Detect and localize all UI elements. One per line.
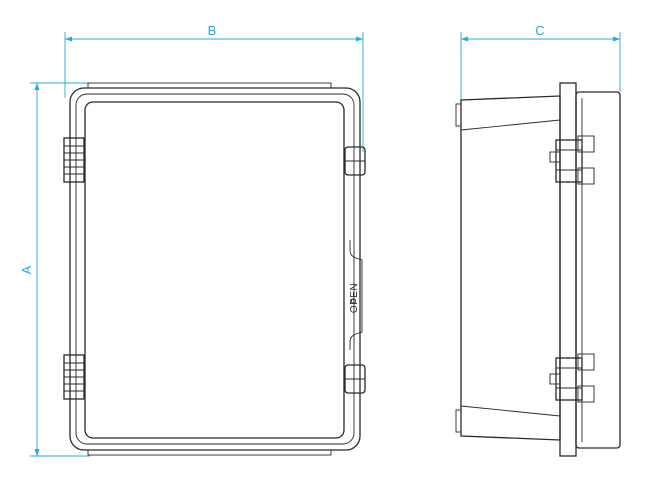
front-latch-top xyxy=(344,146,366,176)
dimension-a: A xyxy=(19,82,90,457)
dimension-b: B xyxy=(64,23,364,152)
dimension-b-label: B xyxy=(208,23,217,38)
dimension-a-label: A xyxy=(19,265,34,274)
side-hinge-top xyxy=(549,135,595,185)
dimension-c: C xyxy=(460,23,621,100)
dimension-c-label: C xyxy=(535,23,544,38)
side-view xyxy=(455,82,621,457)
open-label: OPEN xyxy=(349,283,360,313)
front-hinge-top xyxy=(63,137,85,183)
front-hinge-bottom xyxy=(63,354,85,400)
front-view: OPEN xyxy=(63,82,366,456)
front-latch-bottom xyxy=(344,364,366,394)
side-hinge-bottom xyxy=(549,353,595,403)
